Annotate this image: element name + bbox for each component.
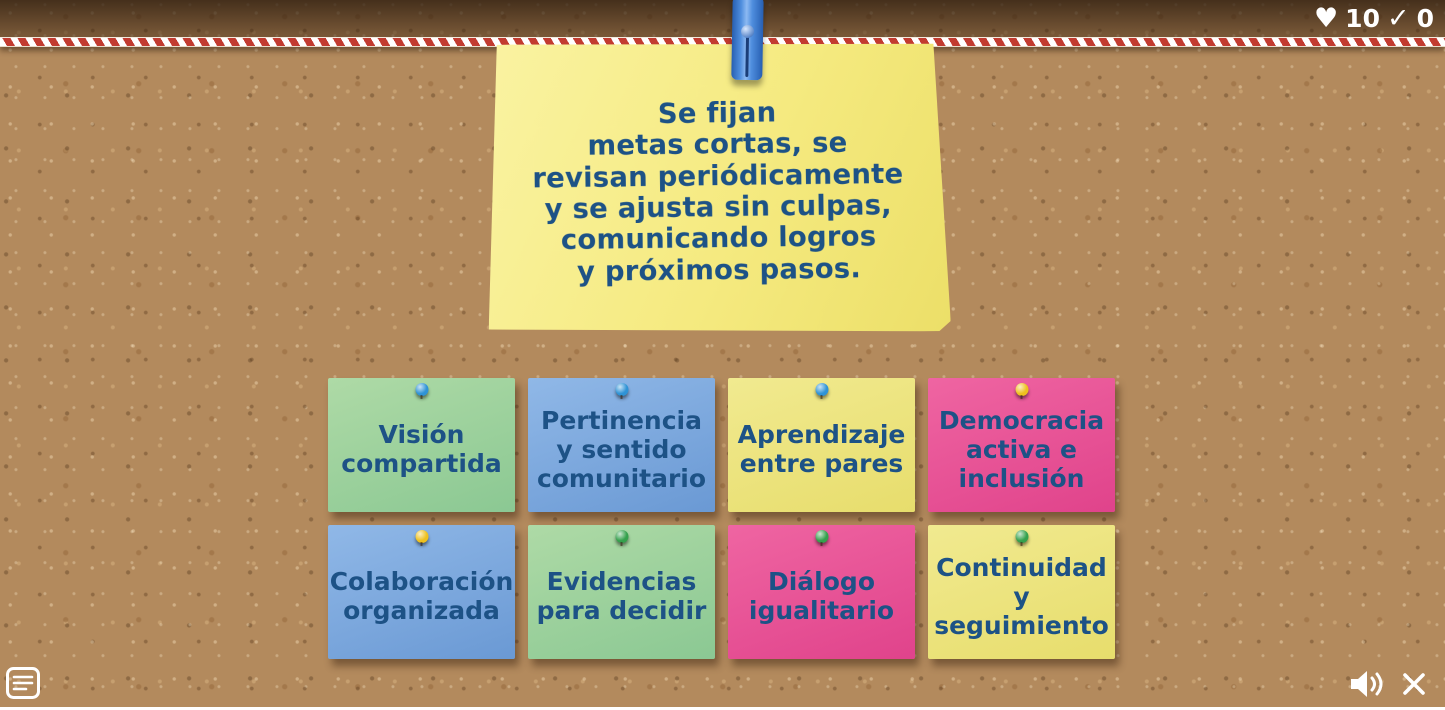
volume-button[interactable] [1347, 668, 1385, 702]
answer-card-label: Diálogo igualitario [748, 567, 895, 625]
answer-card-label: Colaboración organizada [329, 567, 514, 625]
list-menu-icon [6, 666, 40, 702]
clothespin-icon [731, 0, 764, 81]
lives-count: 10 [1345, 3, 1380, 33]
pushpin-icon [815, 383, 828, 400]
pushpin-icon [615, 383, 628, 400]
pushpin-icon [615, 530, 628, 547]
heart-icon: ♥ [1313, 2, 1339, 34]
score-count: 0 [1416, 3, 1434, 33]
answer-card-continuidad[interactable]: Continuidad y seguimiento [928, 525, 1115, 659]
pushpin-icon [815, 530, 828, 547]
answer-card-label: Democracia activa e inclusión [938, 405, 1105, 493]
close-button[interactable] [1399, 670, 1429, 700]
answer-card-pertinencia[interactable]: Pertinencia y sentido comunitario [528, 378, 715, 512]
bottom-edge [0, 707, 1445, 710]
prompt-note: Se fijan metas cortas, se revisan periód… [485, 39, 951, 337]
answer-card-label: Visión compartida [341, 420, 502, 478]
answer-card-label: Pertinencia y sentido comunitario [536, 405, 707, 493]
pushpin-icon [415, 383, 428, 400]
pushpin-icon [1015, 383, 1028, 400]
answer-card-evidencias[interactable]: Evidencias para decidir [528, 525, 715, 659]
check-icon: ✓ [1386, 2, 1410, 34]
menu-button[interactable] [5, 666, 41, 702]
answer-card-dialogo[interactable]: Diálogo igualitario [728, 525, 915, 659]
score-hud: ♥ 10 ✓ 0 [1314, 1, 1434, 35]
top-shadow-band [0, 0, 1445, 37]
answer-card-label: Aprendizaje entre pares [737, 420, 906, 478]
answer-card-vision-compartida[interactable]: Visión compartida [328, 378, 515, 512]
prompt-text: Se fijan metas cortas, se revisan periód… [532, 96, 904, 288]
pushpin-icon [415, 530, 428, 547]
pushpin-icon [1015, 530, 1028, 547]
close-icon [1400, 670, 1428, 701]
speaker-icon [1347, 668, 1385, 703]
answer-card-colaboracion[interactable]: Colaboración organizada [328, 525, 515, 659]
answer-card-label: Evidencias para decidir [536, 567, 707, 625]
answer-card-democracia[interactable]: Democracia activa e inclusión [928, 378, 1115, 512]
answer-card-grid: Visión compartida Pertinencia y sentido … [328, 378, 1115, 659]
answer-card-aprendizaje[interactable]: Aprendizaje entre pares [728, 378, 915, 512]
answer-card-label: Continuidad y seguimiento [934, 552, 1109, 640]
